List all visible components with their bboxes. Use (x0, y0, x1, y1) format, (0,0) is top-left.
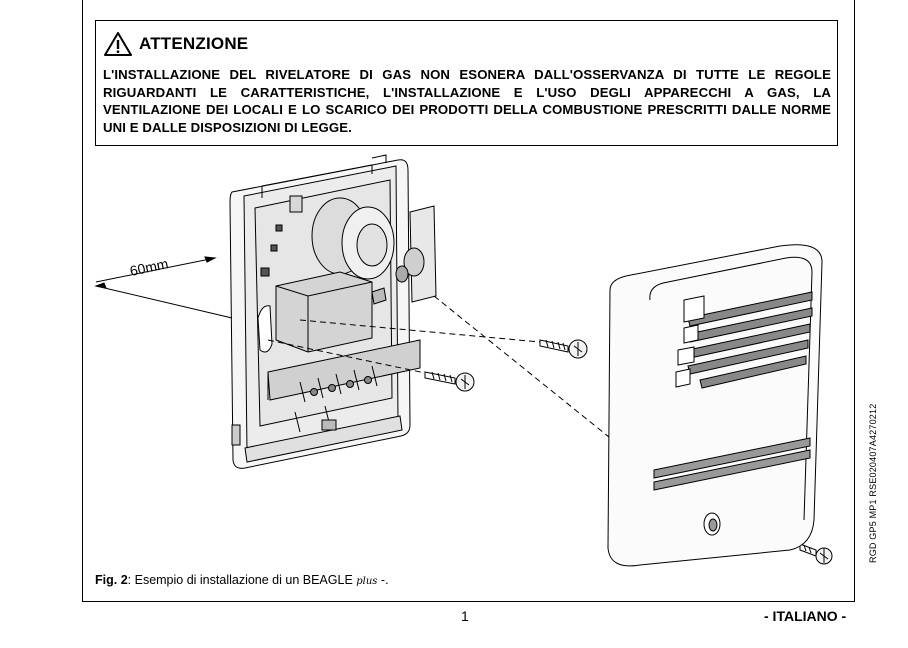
caption-end: -. (377, 573, 389, 587)
caption-label: Fig. 2 (95, 573, 128, 587)
warning-text: L'INSTALLAZIONE DEL RIVELATORE DI GAS NO… (103, 67, 831, 135)
figure-caption: Fig. 2: Esempio di installazione di un B… (95, 573, 389, 587)
warning-title: ATTENZIONE (139, 34, 249, 53)
warning-triangle-icon (104, 32, 132, 56)
warning-header: ATTENZIONE (103, 30, 248, 58)
caption-plus: plus (356, 576, 378, 587)
warning-box: ATTENZIONE L'INSTALLAZIONE DEL RIVELATOR… (95, 20, 838, 146)
page-frame (82, 0, 855, 602)
document-code: RGD GP5 MP1 RSE020407A4270212 (868, 403, 878, 563)
page-number: 1 (461, 608, 469, 624)
language-label: - ITALIANO - (764, 608, 847, 624)
caption-text: : Esempio di installazione di un BEAGLE (127, 573, 357, 587)
